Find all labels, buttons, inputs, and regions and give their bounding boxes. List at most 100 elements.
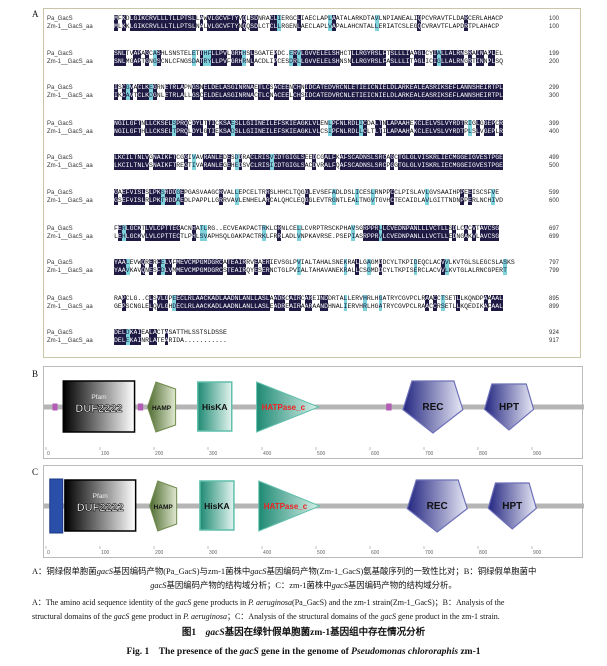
sequence-name: Pa_GacS <box>47 330 73 336</box>
sequence-text: NGILGFTNLLCKSELSPRQCDYLTTICKSAESLLGIINEI… <box>114 120 504 128</box>
domain-lowcomplex[interactable] <box>386 403 392 411</box>
alignment-line: Pa_GacS YAALEVWQRERFELVFMEVCMPGMDGRCATEAI… <box>44 259 580 267</box>
domain-hiska[interactable]: HisKA <box>199 480 235 531</box>
domain-hamp[interactable]: HAMP <box>149 480 178 532</box>
sequence-name: Pa_GacS <box>47 260 73 266</box>
sequence-name: Zm-1__GacS_aa <box>47 304 93 310</box>
residue-count: 199 <box>549 51 560 57</box>
residue-count: 600 <box>549 198 560 204</box>
domain-hpt[interactable]: HPT <box>487 482 538 530</box>
axis-tick-label: 200 <box>155 550 164 556</box>
alignment-block: Pa_GacS MFKDLGIKCRVLLLTLLPTSLLAWVLGCVFTYV… <box>44 15 580 31</box>
sequence-text: LKCILTNLVSNAIKFTREGTIVARANLEGEHEDSVCLRIS… <box>114 162 504 170</box>
domain-tm[interactable] <box>49 478 64 534</box>
residue-count: 299 <box>549 85 560 91</box>
gene-name: gacS <box>113 612 130 621</box>
domain-lowcomplex[interactable] <box>52 403 58 411</box>
axis-tick-label: 600 <box>371 550 380 556</box>
caption-text: (Pa_GacS) and the zm-1 strain(Zm-1_GacS)… <box>292 598 505 607</box>
caption-text: 基因编码产物(Pa_GacS)与zm-1菌株中 <box>112 567 251 576</box>
residue-count: 499 <box>549 155 560 161</box>
axis-tick-label: 700 <box>425 451 434 457</box>
sequence-name: Zm-1__GacS_aa <box>47 129 93 135</box>
residue-count: 799 <box>549 268 560 274</box>
domain-label: REC <box>427 501 448 512</box>
axis-tick-label: 800 <box>479 550 488 556</box>
low-complexity-region <box>386 403 392 411</box>
transmembrane-region <box>49 478 64 534</box>
hpt-pentagon <box>483 383 535 431</box>
domain-label: HPT <box>499 402 519 413</box>
low-complexity-region <box>137 403 144 411</box>
axis-tick-label: 700 <box>425 550 434 556</box>
hpt-pentagon <box>487 482 538 530</box>
domain-lowcomplex[interactable] <box>137 403 144 411</box>
domain-hpt[interactable]: HPT <box>483 383 535 431</box>
caption-text: 基因在绿针假单胞菌zm-1基因组中存在情况分析 <box>224 628 426 638</box>
residue-count: 917 <box>549 338 560 344</box>
figure-title-cn: 图1 gacS基因在绿针假单胞菌zm-1基因组中存在情况分析 <box>0 627 607 639</box>
axis-tick-label: 100 <box>101 451 110 457</box>
domain-label: HAMP <box>154 504 174 511</box>
domain-hamp[interactable]: HAMP <box>146 381 177 433</box>
axis-tick-label: 500 <box>317 451 326 457</box>
hamp-shape <box>149 480 178 532</box>
sequence-name: Zm-1__GacS_aa <box>47 24 93 30</box>
residue-count: 697 <box>549 226 560 232</box>
sequence-name: Zm-1__GacS_aa <box>47 268 93 274</box>
domain-rec[interactable]: REC <box>406 479 468 533</box>
gene-name: gacS <box>96 567 113 576</box>
sequence-text: DELDKAIEALACTASATTHLSSTSLDSSE <box>114 329 227 337</box>
panel-a-label: A <box>32 9 39 19</box>
gene-name: gacS <box>250 567 267 576</box>
gene-name: gacS <box>175 598 192 607</box>
domain-hatpase[interactable]: HATPase_c <box>258 480 322 532</box>
hatpase-triangle <box>258 480 322 532</box>
alignment-block: Pa_GacS YAALEVWQRERFELVFMEVCMPGMDGRCATEAI… <box>44 259 580 275</box>
axis-tick-label: 300 <box>209 550 218 556</box>
alignment-line: Pa_GacS MFKDLGIKCRVLLLTLLPTSLLAWVLGCVFTYV… <box>44 15 580 23</box>
sequence-text: GAEFVISLSLPKSRDDGEPGASVAAGCRVALLEPCELTRR… <box>114 189 500 197</box>
sequence-text: SNLMGAPTGNGSCNLCFNGSDATRYLLPVFGRHRNLACDL… <box>114 58 504 66</box>
domain-label: HAMP <box>152 405 172 412</box>
sequence-name: Pa_GacS <box>47 51 73 57</box>
gene-name: gacS <box>205 628 225 638</box>
rec-pentagon <box>402 380 464 434</box>
domain-label: HATPase_c <box>264 502 308 511</box>
low-complexity-region <box>52 403 58 411</box>
gene-name: gacS <box>380 612 397 621</box>
caption-text: gene products in <box>191 598 249 607</box>
caption-text: A：The amino acid sequence identity of th… <box>32 598 176 607</box>
caption-text: 基因编码产物的结构域分析。 <box>347 581 457 590</box>
sequence-text: YAALEVWQRERFELVFMEVCMPGMDGRCATEAIRRVEAER… <box>114 259 515 267</box>
domain-hiska[interactable]: HisKA <box>196 381 233 432</box>
residue-count: 399 <box>549 121 560 127</box>
pfam-box <box>64 479 137 532</box>
caption-text: gene in the genome of <box>258 647 352 657</box>
sequence-name: Zm-1__GacS_aa <box>47 198 93 204</box>
sequence-name: Pa_GacS <box>47 16 73 22</box>
domain-rec[interactable]: REC <box>402 380 464 434</box>
residue-count: 400 <box>549 129 560 135</box>
domain-hatpase[interactable]: HATPase_c <box>256 381 321 433</box>
sequence-name: Pa_GacS <box>47 121 73 127</box>
axis-tick-label: 300 <box>209 451 218 457</box>
sequence-text: MFKDLGIKCRVLLLTLLPTSLLAWVLGCVFTYVQLSDNRA… <box>114 15 504 23</box>
residue-count: 300 <box>549 93 560 99</box>
axis-tick-label: 400 <box>263 550 272 556</box>
sequence-text: DELEKAINRLATEARIDA........... <box>114 337 227 345</box>
sequence-name: Pa_GacS <box>47 226 73 232</box>
sequence-name: Zm-1__GacS_aa <box>47 163 93 169</box>
